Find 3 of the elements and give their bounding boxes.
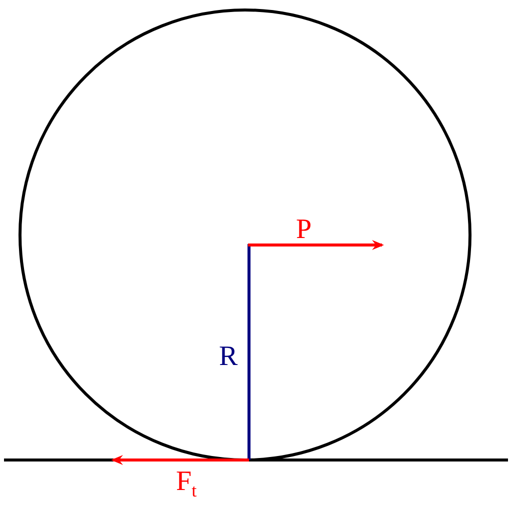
force-label: P bbox=[296, 216, 312, 244]
force-label: F$_{t}$ bbox=[176, 468, 197, 500]
radius-label: R bbox=[219, 343, 238, 371]
